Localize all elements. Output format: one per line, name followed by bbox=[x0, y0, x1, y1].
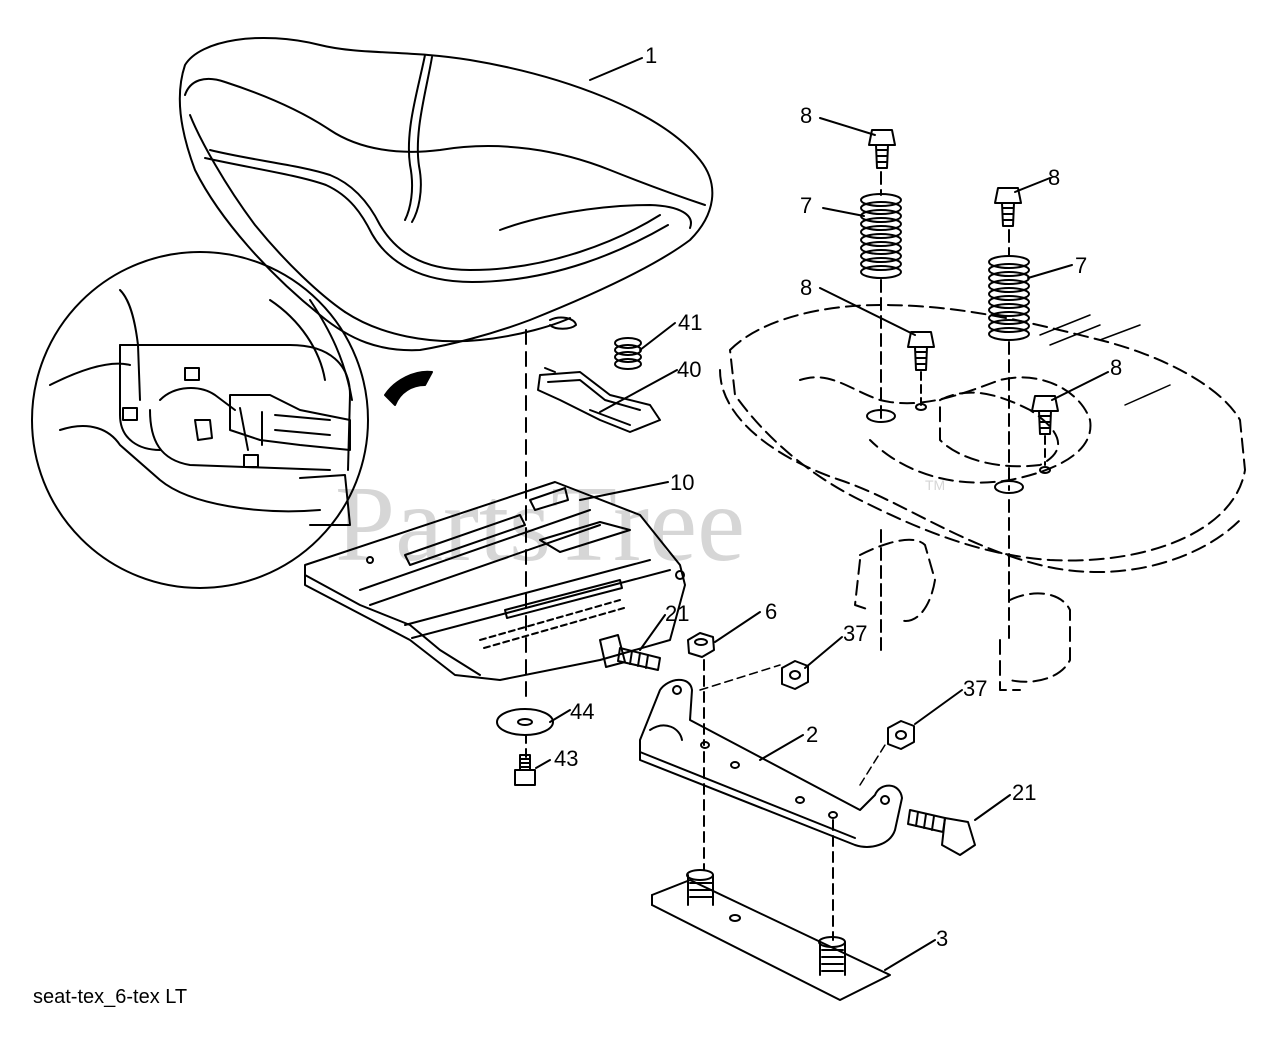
callout-8-top-right: 8 bbox=[1048, 165, 1060, 190]
bolt-8-top-right bbox=[994, 187, 1022, 227]
spring-41 bbox=[614, 337, 642, 370]
callout-10: 10 bbox=[670, 470, 694, 495]
callout-44: 44 bbox=[570, 699, 594, 724]
callout-2: 2 bbox=[806, 722, 818, 747]
nut-6 bbox=[687, 632, 715, 658]
callout-37-lower: 37 bbox=[963, 676, 987, 701]
bolt-43 bbox=[514, 754, 536, 786]
washer-44 bbox=[496, 708, 554, 736]
callout-8-mid-left: 8 bbox=[800, 275, 812, 300]
clip-40 bbox=[537, 367, 661, 433]
mount-frame bbox=[719, 304, 1246, 691]
watermark: PartsTree bbox=[335, 465, 745, 584]
watermark-tm: TM bbox=[925, 477, 945, 493]
bolt-8-mid-right bbox=[1031, 395, 1059, 435]
callout-41: 41 bbox=[678, 310, 702, 335]
callout-7-left: 7 bbox=[800, 193, 812, 218]
callout-6: 6 bbox=[765, 599, 777, 624]
callout-40: 40 bbox=[677, 357, 701, 382]
nut-37-upper bbox=[781, 660, 809, 690]
callout-3: 3 bbox=[936, 926, 948, 951]
spring-7-right bbox=[988, 255, 1030, 341]
nut-37-lower bbox=[887, 720, 915, 750]
callout-labels: 1 8 7 8 7 8 8 41 40 10 21 6 37 37 44 2 4… bbox=[554, 43, 1122, 951]
bolt-21-right bbox=[907, 809, 976, 856]
seat-drawing bbox=[178, 36, 714, 352]
callout-8-top-left: 8 bbox=[800, 103, 812, 128]
bracket-2 bbox=[639, 678, 903, 848]
leader-lines bbox=[535, 57, 1109, 971]
callout-37-upper: 37 bbox=[843, 621, 867, 646]
diagram-caption: seat-tex_6-tex LT bbox=[33, 986, 187, 1008]
bolt-21-left bbox=[599, 634, 661, 671]
callout-21-right: 21 bbox=[1012, 780, 1036, 805]
callout-1: 1 bbox=[645, 43, 657, 68]
seat-pan-10 bbox=[304, 481, 686, 681]
bolt-8-top-left bbox=[868, 129, 896, 169]
bolt-8-mid-left bbox=[907, 331, 935, 371]
callout-21-left: 21 bbox=[665, 601, 689, 626]
plate-3 bbox=[651, 869, 891, 1001]
callout-7-right: 7 bbox=[1075, 253, 1087, 278]
callout-8-mid-right: 8 bbox=[1110, 355, 1122, 380]
spring-7-left bbox=[860, 193, 902, 279]
callout-43: 43 bbox=[554, 746, 578, 771]
detail-inset bbox=[31, 251, 433, 589]
